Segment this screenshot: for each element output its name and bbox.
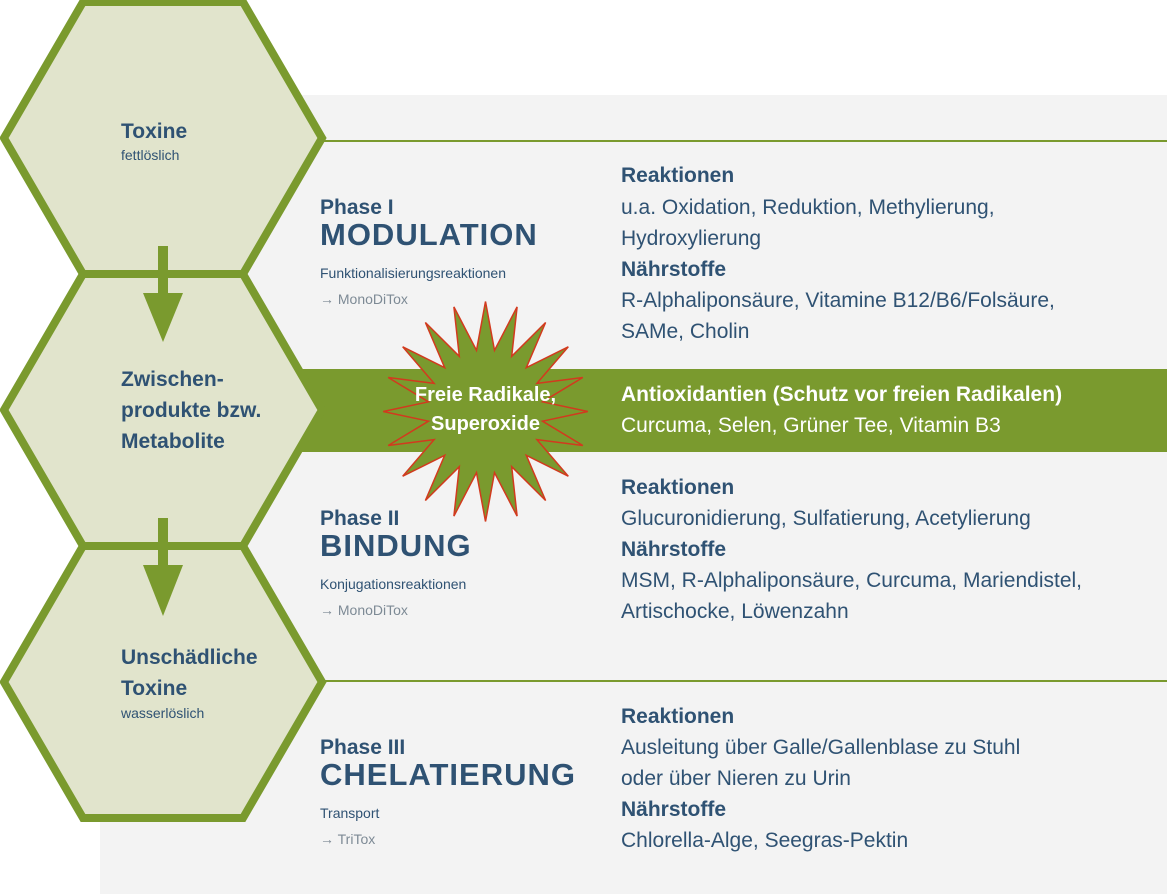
phase-2-product-link[interactable]: → MonoDiTox: [320, 602, 408, 618]
phase-3-nutrients-heading: Nährstoffe: [621, 798, 727, 821]
phase-2-nutrients-heading: Nährstoffe: [621, 538, 727, 561]
phase-2-nutrients-line1: MSM, R-Alphaliponsäure, Curcuma, Mariend…: [621, 569, 1083, 592]
hexagon-label-toxins: Toxine: [121, 120, 188, 143]
phase-1-label: Phase I: [320, 196, 394, 219]
free-radicals-line1: Freie Radikale,: [414, 384, 557, 406]
phase-3-nutrients-line1: Chlorella-Alge, Seegras-Pektin: [621, 829, 909, 852]
phase-2-description: Konjugationsreaktionen: [320, 576, 467, 592]
hexagon-label-harmless-line1: Unschädliche: [121, 646, 258, 669]
hexagon-harmless-toxins: [0, 542, 327, 822]
arrow-down-icon: [143, 518, 183, 616]
phase-2-reactions-line1: Glucuronidierung, Sulfatierung, Acetylie…: [621, 507, 1031, 530]
phase-1-reactions-line1: u.a. Oxidation, Reduktion, Methylierung,: [621, 196, 995, 219]
phase-1-nutrients-heading: Nährstoffe: [621, 258, 727, 281]
hexagon-sub-water-soluble: wasserlöslich: [121, 705, 205, 721]
arrow-down-icon: [143, 246, 183, 342]
phase-3-reactions-line1: Ausleitung über Galle/Gallenblase zu Stu…: [621, 736, 1021, 759]
hexagon-sub-fat-soluble: fettlöslich: [121, 147, 180, 163]
phase-1-description: Funktionalisierungsreaktionen: [320, 265, 506, 281]
phase-3-label: Phase III: [320, 736, 406, 759]
phase-2-reactions-heading: Reaktionen: [621, 476, 735, 499]
phase-2-label: Phase II: [320, 507, 400, 530]
phase-2-title: BINDUNG: [320, 528, 472, 563]
phase-3-title: CHELATIERUNG: [320, 757, 576, 792]
phase-3-description: Transport: [320, 805, 380, 821]
phase-1-nutrients-line1: R-Alphaliponsäure, Vitamine B12/B6/Folsä…: [621, 289, 1055, 312]
phase-3-reactions-line2: oder über Nieren zu Urin: [621, 767, 851, 790]
hexagon-label-intermediates-line1: Zwischen-: [121, 368, 224, 391]
free-radicals-line2: Superoxide: [431, 413, 540, 435]
phase-1-title: MODULATION: [320, 217, 538, 252]
divider-phase-1: [300, 140, 1167, 142]
phase-3-product-link[interactable]: → TriTox: [320, 831, 376, 847]
hexagon-label-intermediates-line3: Metabolite: [121, 430, 225, 453]
phase-1-reactions-line2: Hydroxylierung: [621, 227, 762, 250]
phase-1-reactions-heading: Reaktionen: [621, 164, 735, 187]
free-radicals-starburst: [383, 301, 588, 522]
antioxidants-text: Curcuma, Selen, Grüner Tee, Vitamin B3: [621, 414, 1001, 437]
hexagon-label-harmless-line2: Toxine: [121, 677, 188, 700]
phase-1-nutrients-line2: SAMe, Cholin: [621, 320, 750, 343]
phase-3-reactions-heading: Reaktionen: [621, 705, 735, 728]
divider-phase-3: [300, 680, 1167, 682]
hexagon-label-intermediates-line2: produkte bzw.: [121, 399, 262, 422]
phase-2-nutrients-line2: Artischocke, Löwenzahn: [621, 600, 849, 623]
phase-1-product-link[interactable]: → MonoDiTox: [320, 291, 408, 307]
hexagon-column: [0, 0, 327, 822]
antioxidants-heading: Antioxidantien (Schutz vor freien Radika…: [621, 383, 1063, 406]
